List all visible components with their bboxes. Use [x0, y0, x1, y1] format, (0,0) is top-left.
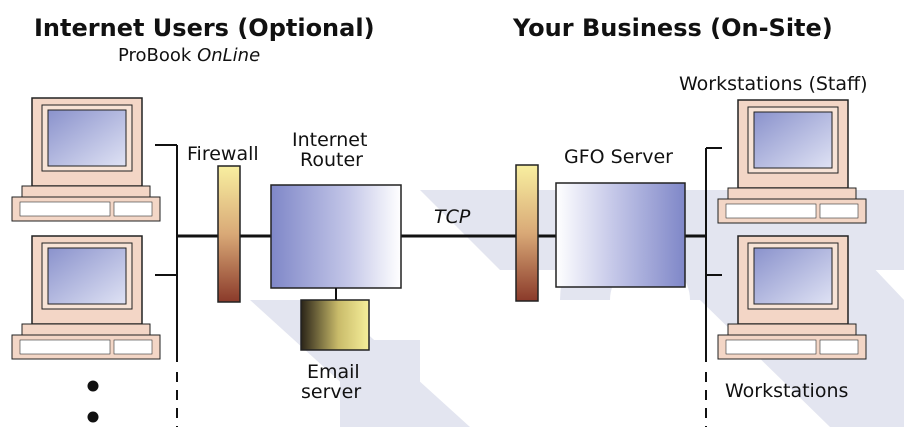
staff-workstation-computer-2 [717, 235, 867, 360]
desktop-computer-icon [717, 235, 867, 360]
ellipsis-dot [87, 380, 99, 392]
server-label: server [301, 381, 361, 403]
gfo-server-label: GFO Server [564, 146, 673, 168]
ellipsis-dot [87, 411, 99, 423]
router-label: Router [300, 149, 363, 171]
workstations-label: Workstations [725, 380, 848, 402]
internet-users-heading: Internet Users (Optional) [34, 14, 375, 42]
staff-workstation-computer-1 [717, 99, 867, 224]
desktop-computer-icon [11, 235, 161, 360]
firewall-label: Firewall [187, 143, 259, 165]
tcp-label: TCP [434, 206, 471, 228]
your-business-heading: Your Business (On-Site) [512, 14, 833, 42]
desktop-computer-icon [717, 99, 867, 224]
workstations-bus [705, 147, 722, 427]
desktop-computer-icon [11, 97, 161, 222]
firewall-right [515, 164, 539, 302]
internet-user-computer-1 [11, 97, 161, 222]
internet-label: Internet [292, 129, 367, 151]
email-server [300, 299, 370, 351]
internet-user-computer-2 [11, 235, 161, 360]
gfo-server [555, 182, 686, 288]
email-label: Email [307, 361, 360, 383]
internet-router [270, 184, 402, 289]
workstations-staff-label: Workstations (Staff) [679, 73, 868, 95]
probook-online-label: ProBook OnLine [118, 45, 260, 66]
internet-users-bus [155, 144, 178, 427]
firewall-left [217, 165, 241, 303]
